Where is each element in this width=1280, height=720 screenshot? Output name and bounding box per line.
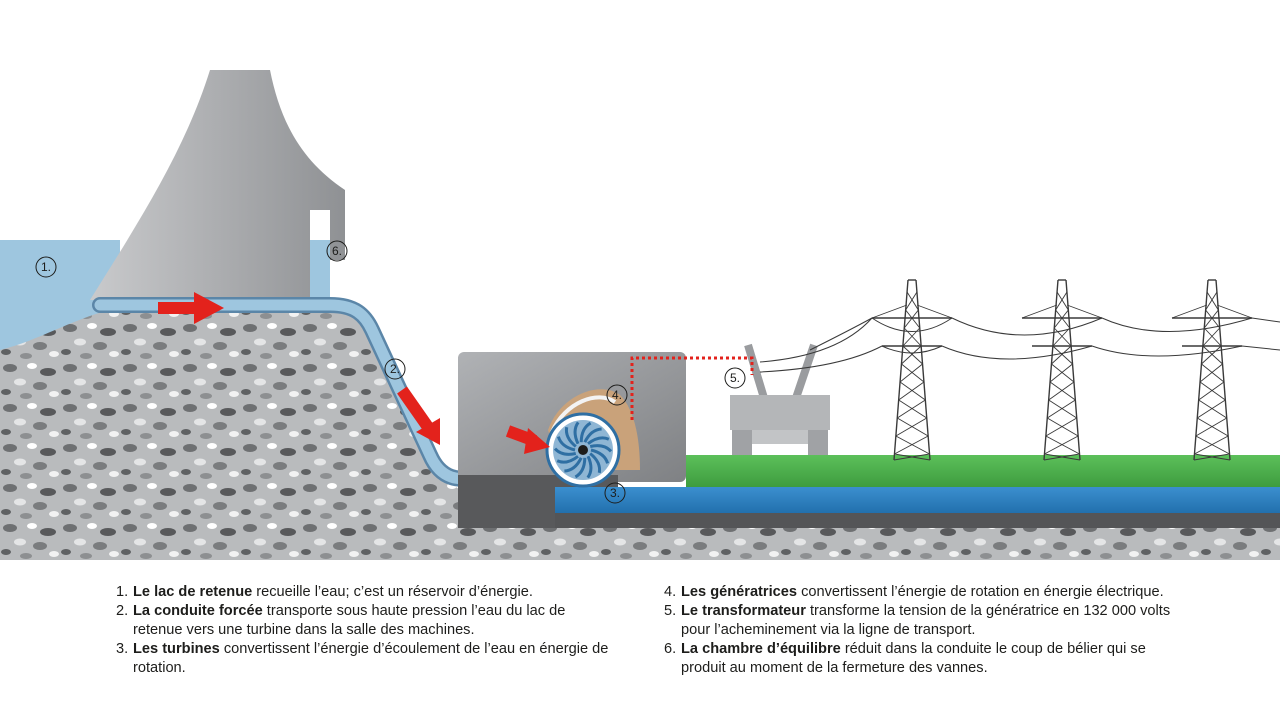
dam	[90, 70, 345, 300]
marker-6: 6.	[326, 240, 348, 262]
legend-term: La chambre d’équilibre	[681, 641, 841, 657]
svg-text:4.: 4.	[612, 388, 622, 402]
legend-text: convertissent l’énergie d’écoulement de …	[133, 641, 609, 676]
channel-bed	[555, 513, 1280, 528]
legend-text: transforme la tension de la génératrice …	[681, 603, 1171, 638]
legend-number: 4.	[664, 584, 677, 600]
legend-number: 3.	[116, 641, 129, 657]
transformer	[730, 343, 830, 455]
legend-item-2: 2. La conduite forcée transporte sous ha…	[116, 602, 616, 640]
transmission-line	[759, 279, 1280, 461]
legend-number: 1.	[116, 584, 129, 600]
flow-arrow-3	[505, 425, 550, 454]
tailrace-channel	[555, 487, 1280, 513]
legend-number: 6.	[664, 641, 677, 657]
legend-left: 1. Le lac de retenue recueille l’eau; c’…	[116, 583, 616, 678]
legend-text: recueille l’eau; c’est un réservoir d’én…	[252, 584, 533, 600]
legend-number: 5.	[664, 603, 677, 619]
svg-text:2.: 2.	[390, 362, 400, 376]
flow-arrow-1	[158, 292, 224, 324]
legend-item-6: 6. La chambre d’équilibre réduit dans la…	[664, 640, 1184, 678]
legend-term: Les génératrices	[681, 584, 798, 600]
legend-right: 4. Les génératrices convertissent l’éner…	[664, 583, 1184, 678]
legend-term: La conduite forcée	[133, 603, 263, 619]
svg-text:3.: 3.	[610, 486, 620, 500]
legend-text: transporte sous haute pression l’eau du …	[133, 603, 566, 638]
turbine	[545, 412, 621, 488]
legend-item-5: 5. Le transformateur transforme la tensi…	[664, 602, 1184, 640]
legend-number: 2.	[116, 603, 129, 619]
legend-term: Les turbines	[133, 641, 220, 657]
marker-2: 2.	[384, 358, 406, 380]
legend-item-1: 1. Le lac de retenue recueille l’eau; c’…	[116, 583, 616, 602]
electric-link-dotted	[630, 356, 754, 420]
surge-chamber	[310, 240, 330, 305]
legend-item-4: 4. Les génératrices convertissent l’éner…	[664, 583, 1184, 602]
marker-3: 3.	[604, 482, 626, 504]
svg-text:5.: 5.	[730, 371, 740, 385]
svg-text:6.: 6.	[332, 244, 342, 258]
gravel-ground	[0, 308, 1280, 560]
flow-arrow-2	[397, 386, 440, 445]
marker-1: 1.	[35, 256, 57, 278]
hydro-plant-diagram: 1. 2. 3. 4. 5. 6.	[0, 70, 1280, 560]
marker-5: 5.	[724, 367, 746, 389]
legend-term: Le transformateur	[681, 603, 806, 619]
marker-4: 4.	[606, 384, 628, 406]
legend-term: Le lac de retenue	[133, 584, 253, 600]
legend-text: réduit dans la conduite le coup de bélie…	[681, 641, 1146, 676]
svg-text:1.: 1.	[41, 260, 51, 274]
legend-item-3: 3. Les turbines convertissent l’énergie …	[116, 640, 616, 678]
legend-text: convertissent l’énergie de rotation en é…	[797, 584, 1164, 600]
grass	[686, 455, 1280, 487]
